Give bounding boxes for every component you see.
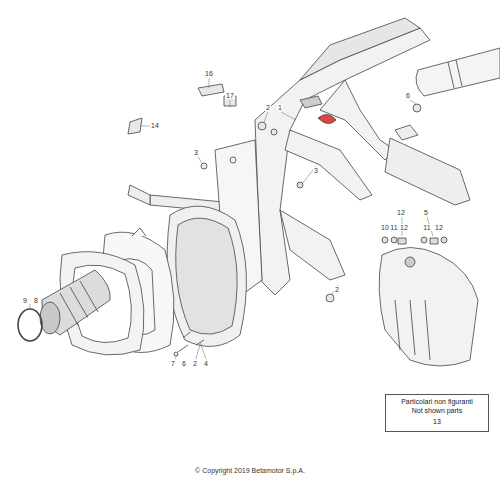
callout-number: 5 — [423, 209, 429, 216]
callout-number: 6 — [181, 360, 187, 367]
callout-number: 7 — [170, 360, 176, 367]
leader-lines — [30, 78, 433, 359]
callout-number: 1 — [277, 104, 283, 111]
callout-number: 12 — [399, 224, 409, 231]
callout-number: 9 — [22, 297, 28, 304]
callout-number: 2 — [192, 360, 198, 367]
callout-number: 11 — [422, 224, 431, 231]
note-text: Not shown parts — [391, 407, 483, 416]
callout-number: 16 — [204, 70, 214, 77]
muffler-guard — [379, 248, 478, 367]
fasteners — [382, 237, 447, 244]
callout-number: 2 — [265, 104, 271, 111]
intake-boot — [40, 270, 110, 335]
callout-number: 3 — [193, 149, 199, 156]
callout-number: 6 — [405, 92, 411, 99]
small-parts — [128, 84, 421, 356]
note-text: Particolari non figuranti — [391, 398, 483, 407]
air-filter — [167, 206, 246, 346]
copyright-notice: © Copyright 2019 Betamotor S.p.A. — [194, 467, 306, 474]
callout-number: 11 — [389, 224, 398, 231]
exhaust-pipe — [416, 48, 500, 96]
callout-number: 13 — [391, 418, 483, 427]
callout-number: 17 — [225, 92, 235, 99]
hose-clamp — [18, 309, 42, 341]
callout-number: 2 — [334, 286, 340, 293]
callout-number: 14 — [150, 122, 160, 129]
callout-number: 12 — [434, 224, 444, 231]
callout-number: 3 — [313, 167, 319, 174]
callout-number: 12 — [396, 209, 406, 216]
note-box: Particolari non figurantiNot shown parts… — [385, 394, 489, 432]
callout-number: 8 — [33, 297, 39, 304]
heat-shield — [385, 125, 470, 205]
callout-number: 4 — [203, 360, 209, 367]
